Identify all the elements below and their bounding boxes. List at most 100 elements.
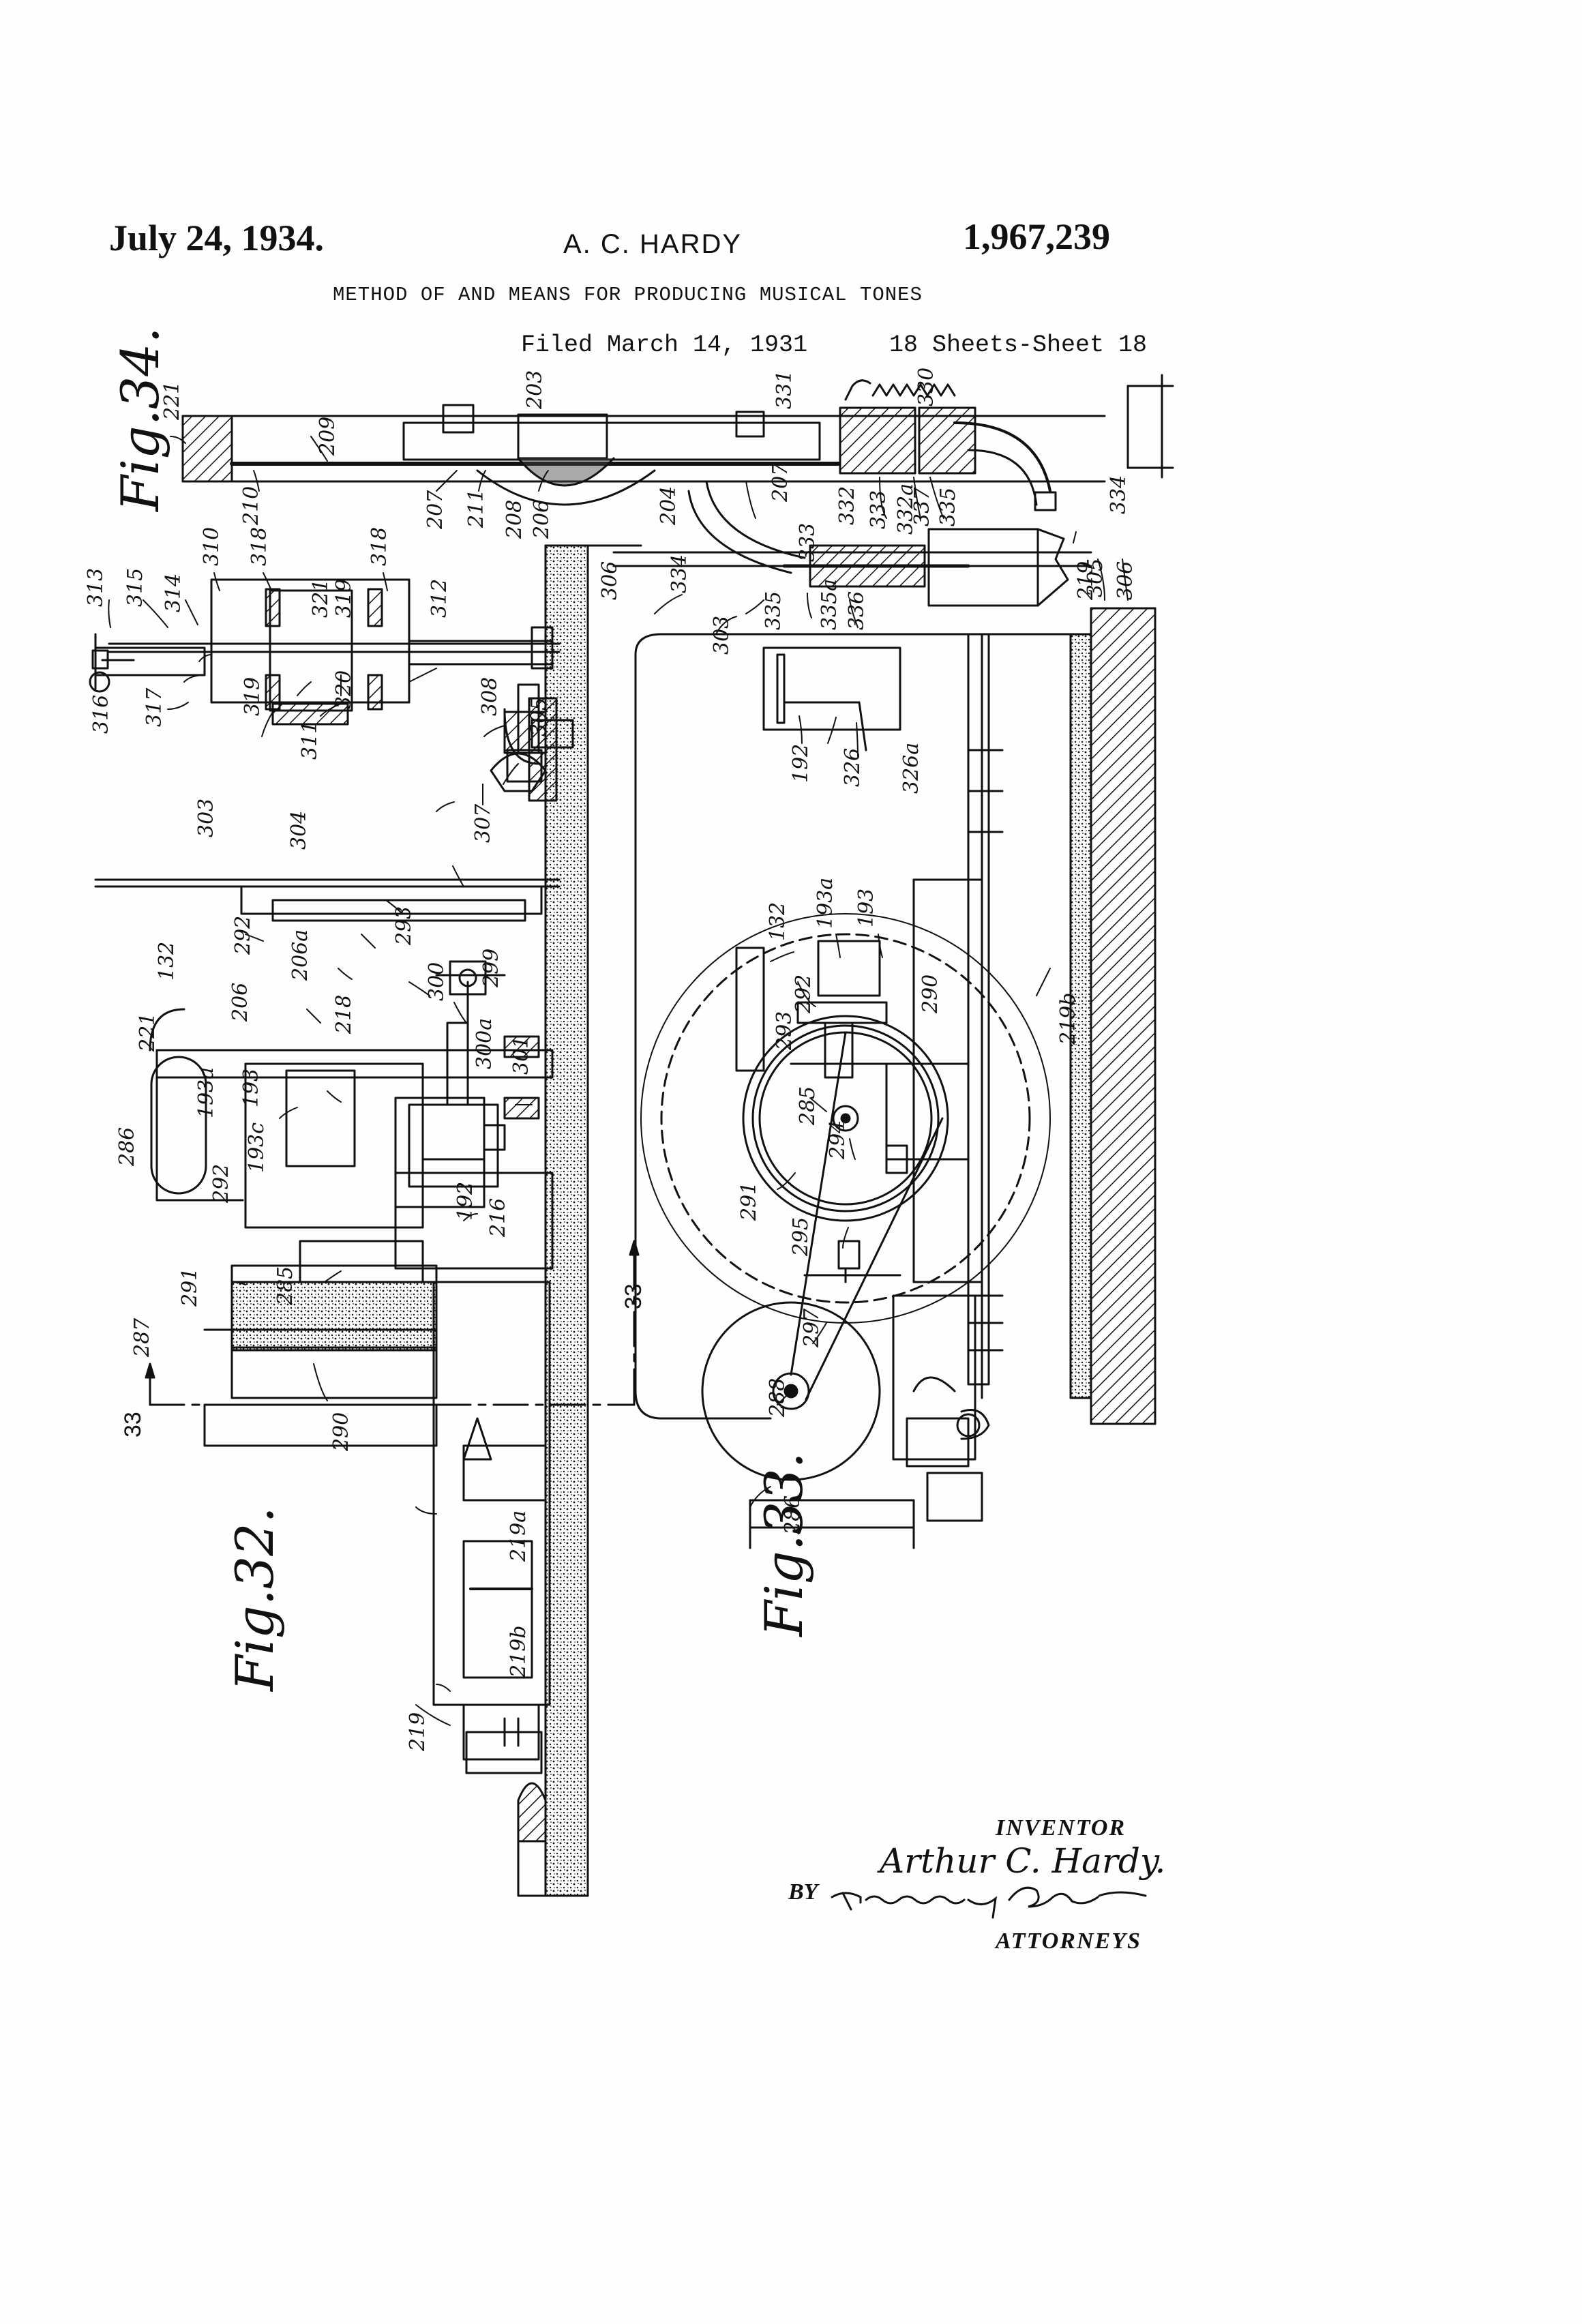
- ref-numeral: 208: [503, 500, 526, 539]
- ref-numeral: 219: [1074, 561, 1098, 601]
- ref-numeral: 311: [298, 721, 322, 760]
- lamp-assembly: [94, 578, 554, 704]
- ref-numeral: 321: [309, 579, 333, 618]
- ref-numeral: 291: [178, 1268, 202, 1307]
- ref-numeral: 316: [89, 695, 113, 734]
- fig32-label: Fig.32.: [224, 1506, 285, 1693]
- ref-numeral: 332: [835, 486, 859, 525]
- ref-numeral: 314: [162, 573, 185, 612]
- ref-numeral: 193a: [814, 878, 837, 929]
- ref-numeral: 218: [332, 995, 356, 1034]
- attorneys-label: ATTORNEYS: [996, 1928, 1141, 1954]
- fig32-assembly: [89, 544, 589, 1897]
- ref-numeral: 206: [228, 983, 252, 1022]
- ref-numeral: 132: [766, 902, 790, 941]
- ref-numeral: 305: [527, 698, 551, 736]
- ref-numeral: 306: [598, 561, 622, 600]
- ref-numeral: 337: [910, 487, 934, 526]
- patent-number: 1,967,239: [963, 216, 1110, 257]
- ref-numeral: 331: [773, 370, 796, 409]
- ref-numeral: 301: [509, 1036, 533, 1075]
- leader-lines: [108, 436, 1129, 1726]
- ref-numeral: 193: [854, 889, 878, 927]
- ref-numeral: 313: [84, 568, 108, 607]
- ref-numeral: 300a: [473, 1018, 496, 1069]
- numeral-layer: 221 209 210 207 211 208 206 203 204 207 …: [84, 368, 1137, 1752]
- ref-numeral: 207: [423, 490, 447, 530]
- attorney-signature: [831, 1886, 1147, 1919]
- ref-numeral: 290: [919, 974, 942, 1014]
- fig33-label: Fig.33.: [753, 1452, 814, 1638]
- ref-numeral: 334: [1107, 475, 1131, 514]
- ref-numeral: 206: [530, 500, 554, 539]
- fig34-label: Fig.34.: [110, 327, 170, 513]
- ref-numeral: 318: [368, 527, 391, 566]
- ref-numeral: 292: [792, 974, 816, 1014]
- ref-numeral: 290: [329, 1412, 353, 1452]
- ref-numeral: 293: [773, 1011, 796, 1051]
- ref-numeral: 336: [845, 591, 869, 630]
- ref-numeral: 303: [194, 799, 218, 837]
- ref-numeral: 297: [800, 1308, 824, 1348]
- by-label: BY: [788, 1879, 818, 1905]
- ref-numeral: 319: [332, 579, 356, 618]
- ref-numeral: 303: [710, 616, 734, 655]
- ref-numeral: 318: [248, 527, 271, 566]
- ref-numeral: 333: [796, 523, 820, 562]
- ref-numeral: 307: [471, 803, 495, 843]
- ref-numeral: 203: [523, 370, 547, 410]
- ref-numeral: 319: [241, 677, 265, 716]
- ref-numeral: 320: [332, 670, 356, 709]
- ref-numeral: 219: [406, 1712, 430, 1752]
- ref-numeral: 305: [1084, 558, 1107, 597]
- ref-numeral: 335a: [818, 579, 841, 630]
- sheet-count: 18 Sheets-Sheet 18: [889, 331, 1148, 359]
- ref-numeral: 192: [789, 744, 813, 783]
- ref-numeral: 192: [453, 1182, 477, 1221]
- ref-numeral: 286: [781, 1495, 805, 1535]
- ref-numeral: 193c: [245, 1122, 269, 1173]
- ref-numeral: 210: [239, 486, 263, 526]
- ref-numeral: 286: [115, 1127, 139, 1167]
- ref-numeral: 294: [826, 1120, 850, 1160]
- ref-numeral: 206a: [288, 929, 312, 981]
- ref-numeral: 310: [200, 527, 224, 566]
- section-line-33: [145, 1240, 640, 1406]
- ref-numeral: 219a: [507, 1510, 531, 1562]
- inventor-label: INVENTOR: [996, 1815, 1126, 1841]
- ref-numeral: 334: [668, 554, 691, 593]
- ref-numeral: 326: [841, 748, 865, 787]
- section-mark-left: 33: [120, 1412, 146, 1437]
- ref-numeral: 332a: [894, 483, 918, 535]
- ref-numeral: 209: [316, 417, 340, 456]
- ref-numeral: 285: [273, 1266, 297, 1306]
- ref-numeral: 300: [425, 962, 449, 1001]
- ref-numeral: 293: [392, 906, 416, 946]
- ref-numeral: 333: [867, 490, 891, 529]
- inventor-header: A. C. HARDY: [563, 229, 743, 259]
- ref-numeral: 317: [143, 687, 166, 727]
- ref-numeral: 306: [1114, 561, 1137, 600]
- ref-numeral: 308: [478, 677, 502, 716]
- ref-numeral: 295: [789, 1217, 813, 1257]
- patent-date: July 24, 1934.: [109, 218, 325, 258]
- ref-numeral: 219b: [1056, 993, 1080, 1045]
- ref-numeral: 211: [464, 489, 488, 528]
- ref-numeral: 132: [155, 942, 179, 981]
- ref-numeral: 219b: [507, 1626, 531, 1678]
- ref-numeral: 216: [486, 1198, 510, 1238]
- ref-numeral: 335: [762, 591, 786, 630]
- patent-title: METHOD OF AND MEANS FOR PRODUCING MUSICA…: [333, 284, 923, 306]
- ref-numeral: 193a: [194, 1067, 218, 1118]
- ref-numeral: 221: [136, 1013, 160, 1052]
- inventor-signature: Arthur C. Hardy.: [880, 1841, 1166, 1881]
- fig33-assembly: [544, 544, 1156, 1549]
- ref-numeral: 285: [796, 1086, 820, 1126]
- section-mark-center: 33: [621, 1283, 646, 1309]
- ref-numeral: 288: [766, 1378, 790, 1418]
- ref-numeral: 304: [287, 811, 311, 850]
- ref-numeral: 207: [768, 462, 792, 503]
- ref-numeral: 291: [737, 1182, 761, 1221]
